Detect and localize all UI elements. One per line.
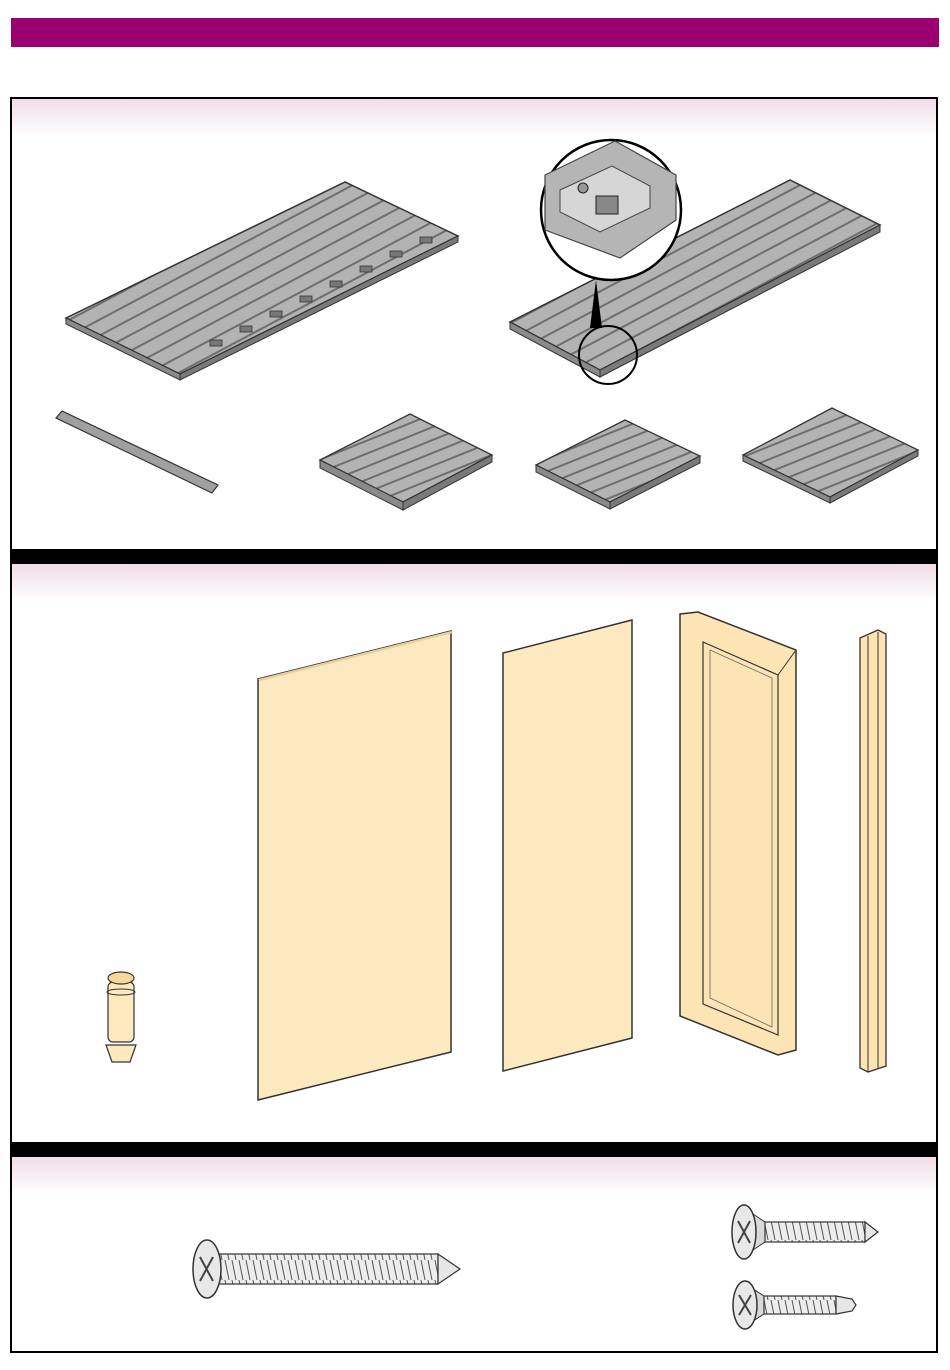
wide-wall-panel [258,631,453,1100]
corner-column [680,612,796,1055]
locking-pin [106,972,136,1062]
small-floor-panel-1 [320,414,492,510]
countersunk-wood-screw [732,1205,878,1259]
thin-profile [860,630,886,1072]
floor-panel-with-detail [510,140,880,384]
metal-strip [56,411,218,493]
long-pan-head-screw [193,1240,460,1298]
small-floor-panel-2 [536,420,700,509]
countersunk-self-drilling-screw [733,1281,856,1329]
small-floor-panel-3 [743,408,918,503]
large-floor-panel [66,182,458,380]
narrow-wall-panel [503,620,632,1071]
